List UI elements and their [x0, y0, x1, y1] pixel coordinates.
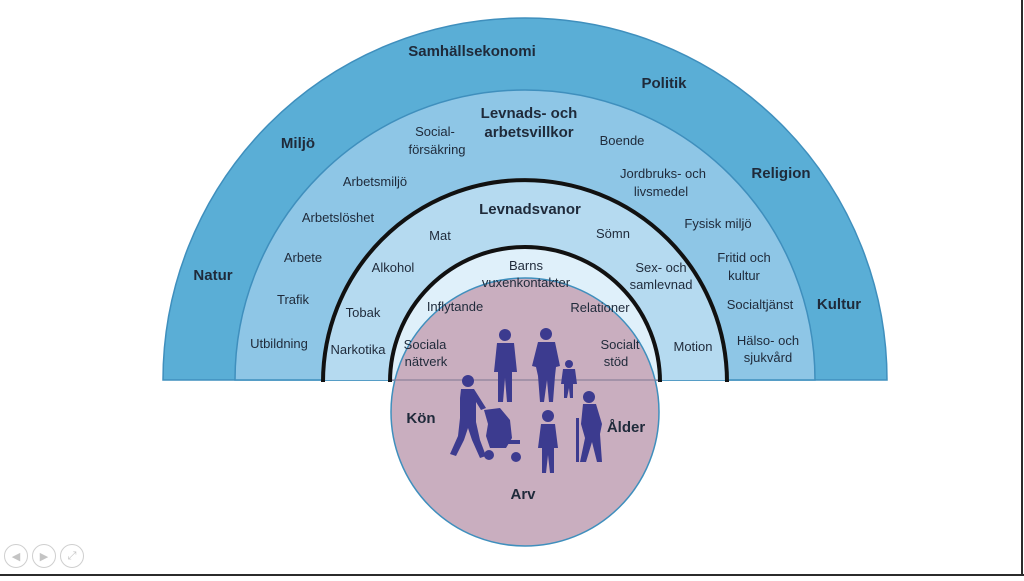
living-label: Arbetsmiljö — [343, 174, 407, 189]
outer-label: Miljö — [281, 135, 315, 152]
living-label: Fritid och — [717, 250, 770, 265]
living-label: försäkring — [408, 142, 465, 157]
habits-label: Sömn — [596, 226, 630, 241]
previous-icon: ◀ — [12, 550, 20, 563]
slide-edge-right — [1021, 0, 1023, 576]
living-label: sjukvård — [744, 350, 792, 365]
living-label: Arbetslöshet — [302, 210, 375, 225]
next-icon: ▶ — [40, 550, 48, 563]
core-divider — [390, 379, 660, 381]
habits-label: Motion — [673, 339, 712, 354]
social-label: vuxenkontakter — [482, 275, 571, 290]
habits-label: Tobak — [346, 305, 381, 320]
living-title: arbetsvillkor — [484, 124, 573, 141]
social-label: Barns — [509, 258, 543, 273]
habits-title: Levnadsvanor — [479, 201, 581, 218]
living-label: livsmedel — [634, 184, 688, 199]
core-label-alder: Ålder — [607, 419, 646, 436]
outer-title: Samhällsekonomi — [408, 43, 536, 60]
living-label: Fysisk miljö — [684, 216, 751, 231]
social-label: Relationer — [570, 300, 630, 315]
living-label: Boende — [600, 133, 645, 148]
social-label: nätverk — [405, 354, 448, 369]
outer-label: Religion — [751, 165, 810, 182]
habits-label: Sex- och — [635, 260, 686, 275]
outer-label: Kultur — [817, 296, 861, 313]
previous-slide-button[interactable]: ◀ — [4, 544, 28, 568]
habits-label: Alkohol — [372, 260, 415, 275]
social-label: Inflytande — [427, 299, 483, 314]
outer-label: Natur — [193, 267, 232, 284]
fullscreen-icon: ⤢ — [68, 549, 77, 563]
core-label-kon: Kön — [406, 410, 435, 427]
living-label: Jordbruks- och — [620, 166, 706, 181]
social-label: Sociala — [404, 337, 447, 352]
living-label: Socialtjänst — [727, 297, 794, 312]
living-title: Levnads- och — [481, 105, 578, 122]
habits-label: Narkotika — [331, 342, 387, 357]
living-label: Social- — [415, 124, 455, 139]
next-slide-button[interactable]: ▶ — [32, 544, 56, 568]
core-label-arv: Arv — [510, 486, 536, 503]
living-label: Trafik — [277, 292, 310, 307]
outer-label: Politik — [641, 75, 687, 92]
habits-label: samlevnad — [630, 277, 693, 292]
habits-label: Mat — [429, 228, 451, 243]
living-label: Arbete — [284, 250, 322, 265]
social-label: Socialt — [600, 337, 639, 352]
fullscreen-button[interactable]: ⤢ — [60, 544, 84, 568]
social-label: stöd — [604, 354, 629, 369]
living-label: Utbildning — [250, 336, 308, 351]
living-label: Hälso- och — [737, 333, 799, 348]
living-label: kultur — [728, 268, 760, 283]
